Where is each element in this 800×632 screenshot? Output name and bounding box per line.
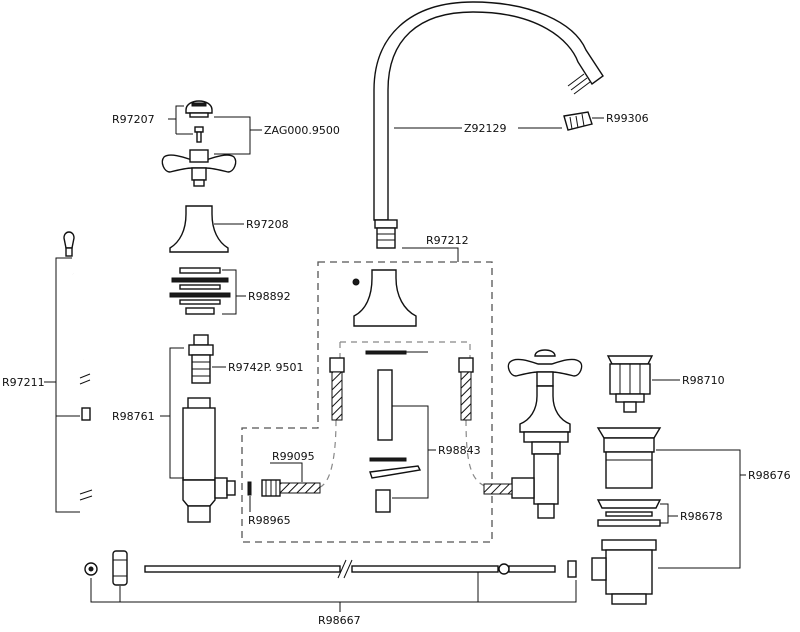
drain-flange	[596, 427, 662, 489]
drain-stopper	[606, 355, 654, 413]
label-r98710: R98710	[682, 374, 725, 387]
aerator	[563, 111, 593, 131]
lift-rod	[63, 231, 93, 550]
label-r97208: R97208	[246, 218, 289, 231]
escutcheon-left	[169, 205, 229, 253]
spout-escutcheon	[352, 269, 417, 327]
index-cap	[185, 100, 213, 118]
label-r99095: R99095	[272, 450, 315, 463]
vertical-hose-right	[458, 357, 474, 421]
label-r98965: R98965	[248, 514, 291, 527]
label-r98667: R98667	[318, 614, 361, 627]
small-washer	[247, 481, 252, 496]
label-r97212: R97212	[426, 234, 469, 247]
label-r98843: R98843	[438, 444, 481, 457]
label-r98676: R98676	[748, 469, 791, 482]
label-r98678: R98678	[680, 510, 723, 523]
vertical-hose-left	[329, 357, 345, 421]
hose-path-right	[465, 419, 486, 487]
label-r97211: R97211	[2, 376, 45, 389]
valve-cartridge	[188, 334, 214, 384]
hose-path-left	[317, 419, 337, 489]
leader-lines	[44, 105, 746, 612]
label-r98761: R98761	[112, 410, 155, 423]
valve-body-left	[182, 397, 236, 523]
drain-body	[591, 539, 657, 605]
label-zag0009500: ZAG000.9500	[264, 124, 340, 137]
label-r9742p9501: R9742P. 9501	[228, 361, 304, 374]
washer-stack	[169, 267, 231, 315]
label-r99306: R99306	[606, 112, 649, 125]
gooseneck-spout	[373, 1, 604, 249]
valve-assembly-outline	[339, 341, 471, 376]
cross-handle-left	[161, 149, 237, 187]
label-r97207: R97207	[112, 113, 155, 126]
cross-handle-right	[507, 349, 583, 387]
valve-body-right	[483, 385, 571, 519]
label-r98892: R98892	[248, 290, 291, 303]
handle-screw	[194, 126, 204, 143]
spout-valve-parts	[365, 350, 422, 513]
spout-assembly-outline	[241, 261, 493, 543]
pivot-linkage	[84, 550, 577, 586]
braided-hose-left	[261, 479, 321, 497]
drain-gaskets	[596, 499, 662, 527]
label-z92129: Z92129	[464, 122, 507, 135]
